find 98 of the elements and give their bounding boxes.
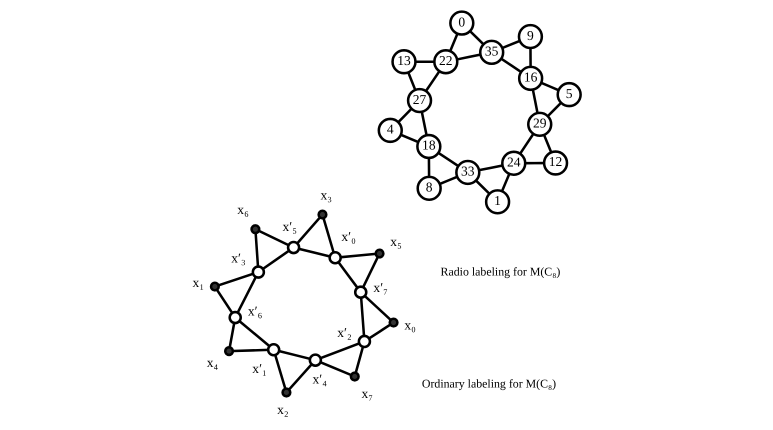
node-label: x′₇: [373, 280, 388, 295]
node-label: x′₅: [282, 218, 297, 234]
node-circle: [317, 210, 328, 220]
connector: [416, 60, 434, 64]
connector: [475, 180, 490, 195]
connector: [519, 133, 534, 154]
connector: [296, 216, 321, 244]
connector: [216, 289, 234, 314]
node-circle: 8: [416, 176, 442, 202]
connector: [320, 361, 352, 376]
connector: [532, 89, 539, 114]
connector: [232, 348, 268, 352]
label: Radio labeling for M(C₈): [440, 264, 560, 279]
node-label: x₇: [361, 386, 373, 401]
node-label: x′₄: [312, 371, 327, 386]
node-circle: 12: [542, 150, 568, 176]
connector: [320, 342, 360, 360]
node-circle: [281, 387, 292, 398]
node-circle: 22: [433, 49, 459, 74]
node-circle: [374, 248, 385, 259]
connector: [529, 48, 532, 67]
node-circle: [358, 334, 372, 348]
connector: [425, 70, 440, 92]
node-circle: 16: [518, 66, 544, 92]
node-label: x′₆: [248, 303, 262, 318]
connector: [400, 134, 419, 144]
connector: [469, 30, 484, 45]
node-circle: 13: [391, 49, 417, 74]
node-circle: [228, 310, 242, 324]
node-circle: [286, 240, 300, 254]
connector: [236, 276, 257, 313]
node-circle: [252, 265, 266, 279]
connector: [525, 162, 544, 164]
node-circle: [350, 371, 360, 382]
node-circle: [388, 317, 399, 328]
connector: [338, 261, 358, 288]
node-circle: [266, 342, 280, 356]
connector: [500, 58, 522, 73]
node-circle: [210, 282, 220, 292]
node-label: x′₃: [231, 250, 246, 266]
node-label: x′₂: [337, 324, 352, 340]
node-label: x′₀: [341, 229, 356, 244]
node-label: x₁: [192, 274, 204, 290]
connector: [420, 112, 428, 136]
node-label: x₆: [237, 202, 249, 218]
node-circle: 33: [455, 160, 481, 186]
connector: [547, 102, 562, 117]
connector: [298, 248, 330, 258]
node-label: x′₁: [252, 360, 267, 376]
node-circle: [354, 285, 368, 299]
node-circle: 5: [556, 82, 582, 108]
node-circle: [308, 353, 322, 367]
connector: [254, 233, 260, 267]
node-circle: 29: [527, 112, 552, 138]
node-circle: 9: [518, 24, 544, 50]
connector: [258, 230, 290, 246]
node-circle: [328, 250, 342, 265]
connector: [438, 152, 459, 168]
connector: [360, 298, 366, 336]
connector: [354, 346, 364, 373]
connector: [440, 176, 458, 185]
node-label: x₀: [404, 317, 416, 332]
connector: [340, 252, 376, 258]
node-label: x₃: [320, 188, 332, 203]
connector: [449, 34, 458, 52]
connector: [542, 134, 552, 152]
node-circle: 35: [478, 40, 504, 66]
node-label: x₂: [277, 402, 289, 417]
connector: [274, 354, 286, 389]
node-label: x₅: [390, 234, 402, 250]
connector: [218, 272, 254, 287]
node-circle: 1: [484, 189, 510, 215]
node-circle: 24: [501, 150, 526, 176]
node-circle: 0: [449, 10, 475, 36]
connector: [322, 218, 335, 253]
connector: [428, 158, 430, 177]
connector: [362, 256, 379, 288]
connector: [364, 295, 392, 321]
connector: [288, 364, 313, 390]
node-circle: 18: [416, 134, 442, 160]
connector: [502, 40, 520, 50]
label: Ordinary labeling for M(C₈): [422, 376, 556, 391]
connector: [501, 173, 510, 192]
node-circle: 27: [406, 88, 432, 114]
connector: [540, 82, 559, 92]
connector: [478, 164, 503, 172]
connector: [368, 324, 391, 340]
connector: [456, 53, 481, 61]
node-circle: 4: [378, 118, 403, 144]
node-label: x₄: [206, 355, 218, 370]
connector: [278, 350, 310, 360]
connector: [407, 72, 416, 90]
node-circle: [224, 346, 234, 356]
connector: [228, 322, 236, 348]
connector: [262, 250, 290, 270]
connector: [397, 108, 412, 124]
node-circle: [250, 224, 260, 234]
connector: [238, 320, 270, 348]
